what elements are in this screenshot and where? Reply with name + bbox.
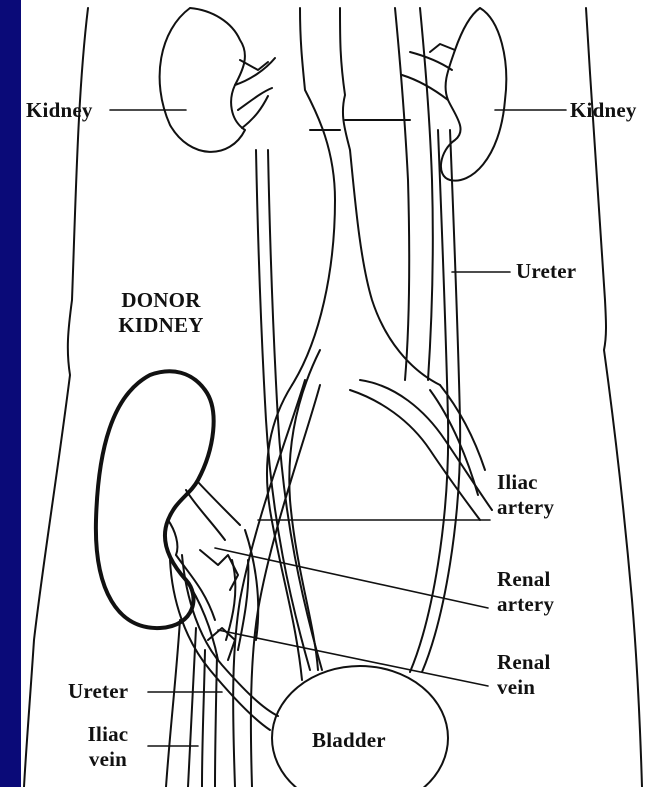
label-donor-line1: DONOR xyxy=(106,288,216,313)
iliac-left-a xyxy=(267,385,302,680)
label-donor-kidney: DONOR KIDNEY xyxy=(106,288,216,338)
vena-cava-right xyxy=(420,8,433,380)
iliac-vessels xyxy=(233,350,492,787)
label-renal-vein-line2: vein xyxy=(497,675,551,700)
left-native-kidney xyxy=(160,8,275,152)
label-renal-vein: Renal vein xyxy=(497,650,551,700)
label-kidney-left: Kidney xyxy=(26,98,93,123)
label-kidney-right: Kidney xyxy=(570,98,637,123)
aorta-and-vena-cava xyxy=(292,8,440,385)
right-native-kidney xyxy=(402,8,506,181)
label-renal-artery-line1: Renal xyxy=(497,567,554,592)
label-donor-line2: KIDNEY xyxy=(106,313,216,338)
label-iliac-vein-line1: Iliac xyxy=(74,722,142,747)
label-iliac-artery-line1: Iliac xyxy=(497,470,554,495)
body-outline-left xyxy=(24,8,88,787)
vena-cava-left xyxy=(395,8,409,380)
label-iliac-vein: Iliac vein xyxy=(74,722,142,772)
label-iliac-artery-line2: artery xyxy=(497,495,554,520)
bladder xyxy=(272,666,448,787)
label-iliac-vein-line2: vein xyxy=(74,747,142,772)
label-iliac-artery: Iliac artery xyxy=(497,470,554,520)
external-iliac-vein xyxy=(166,620,217,787)
leader-renal-vein xyxy=(218,630,488,686)
aorta-left-wall xyxy=(292,8,335,385)
donor-ureter xyxy=(170,555,278,730)
label-renal-artery: Renal artery xyxy=(497,567,554,617)
body-outline-right xyxy=(586,8,642,787)
donor-kidney xyxy=(96,371,258,660)
label-ureter-right: Ureter xyxy=(516,259,576,284)
right-ureter-a xyxy=(410,130,448,672)
label-ureter-left: Ureter xyxy=(68,679,128,704)
label-renal-artery-line2: artery xyxy=(497,592,554,617)
label-bladder: Bladder xyxy=(312,728,386,753)
label-renal-vein-line1: Renal xyxy=(497,650,551,675)
donor-kidney-outline xyxy=(96,371,214,628)
